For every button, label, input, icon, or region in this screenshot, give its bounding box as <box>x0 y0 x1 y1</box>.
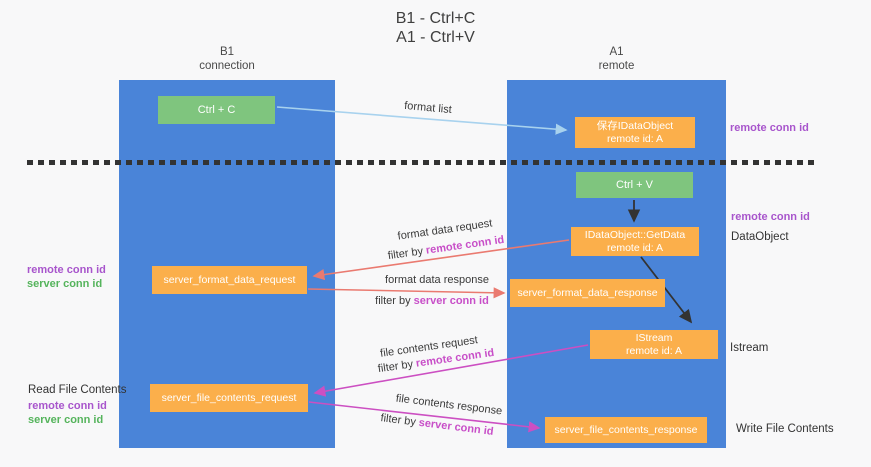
server-file-contents-response-label: server_file_contents_response <box>554 423 698 436</box>
server-format-data-request-label: server_format_data_request <box>163 273 296 286</box>
file-conn-ids-annotation: remote conn id server conn id <box>28 400 107 427</box>
paste-remote-conn-id-annotation: remote conn id <box>731 211 810 223</box>
server-format-data-response-node: server_format_data_response <box>510 279 665 307</box>
save-remote-conn-id-annotation: remote conn id <box>730 122 809 134</box>
ctrl-v-label: Ctrl + V <box>616 178 653 191</box>
title-line-copy: B1 - Ctrl+C <box>395 10 476 27</box>
istream-annotation: Istream <box>730 342 769 354</box>
arrow-format-list <box>276 106 568 135</box>
format-conn-ids-annotation: remote conn id server conn id <box>27 264 106 291</box>
save-idataobject-node: 保存IDataObject remote id: A <box>575 117 695 148</box>
istream-node: IStream remote id: A <box>590 330 718 359</box>
lifeline-a1-subtitle: remote <box>598 60 635 72</box>
server-file-contents-response-node: server_file_contents_response <box>545 417 707 443</box>
filter-by-text: filter by <box>375 295 411 307</box>
ctrl-c-node: Ctrl + C <box>158 96 275 124</box>
arrow-file-contents-response <box>308 401 541 433</box>
diagram-title: B1 - Ctrl+C A1 - Ctrl+V <box>0 9 871 47</box>
arrow-format-data-response <box>307 287 506 299</box>
ctrl-v-node: Ctrl + V <box>576 172 693 198</box>
server-conn-id-annotation: server conn id <box>28 413 104 426</box>
remote-conn-id-annotation: remote conn id <box>28 400 107 412</box>
read-file-contents-annotation: Read File Contents <box>28 384 127 396</box>
lifeline-b1-subtitle: connection <box>199 60 255 72</box>
ctrl-c-label: Ctrl + C <box>197 103 236 116</box>
lifeline-header-b1: B1 connection <box>119 45 335 73</box>
write-file-contents-annotation: Write File Contents <box>736 423 834 435</box>
istream-line1: IStream <box>635 332 673 344</box>
remote-conn-id-annotation: remote conn id <box>27 264 106 276</box>
arrow-file-contents-request <box>313 344 589 397</box>
idataobject-getdata-node: IDataObject::GetData remote id: A <box>571 227 699 256</box>
arrow-getdata-to-istream <box>640 256 693 324</box>
dataobject-annotation: DataObject <box>731 231 789 243</box>
lifeline-header-a1: A1 remote <box>507 45 726 73</box>
lifeline-a1-name: A1 <box>609 46 624 58</box>
lifeline-b1-name: B1 <box>219 46 235 58</box>
save-idataobject-line1: 保存IDataObject <box>596 120 674 132</box>
server-file-contents-request-node: server_file_contents_request <box>150 384 308 412</box>
arrow-format-data-request <box>312 239 570 281</box>
getdata-line2: remote id: A <box>606 241 664 254</box>
getdata-line1: IDataObject::GetData <box>584 229 686 241</box>
server-conn-id-annotation: server conn id <box>27 277 103 290</box>
format-data-response-label: format data response <box>385 274 489 286</box>
istream-line2: remote id: A <box>625 344 683 357</box>
server-conn-id-key: server conn id <box>413 295 489 307</box>
server-format-data-request-node: server_format_data_request <box>152 266 307 294</box>
copy-paste-separator-line <box>27 160 816 165</box>
server-file-contents-request-label: server_file_contents_request <box>161 391 297 404</box>
server-format-data-response-label: server_format_data_response <box>517 286 658 299</box>
save-idataobject-line2: remote id: A <box>606 132 664 145</box>
title-line-paste: A1 - Ctrl+V <box>396 29 475 46</box>
